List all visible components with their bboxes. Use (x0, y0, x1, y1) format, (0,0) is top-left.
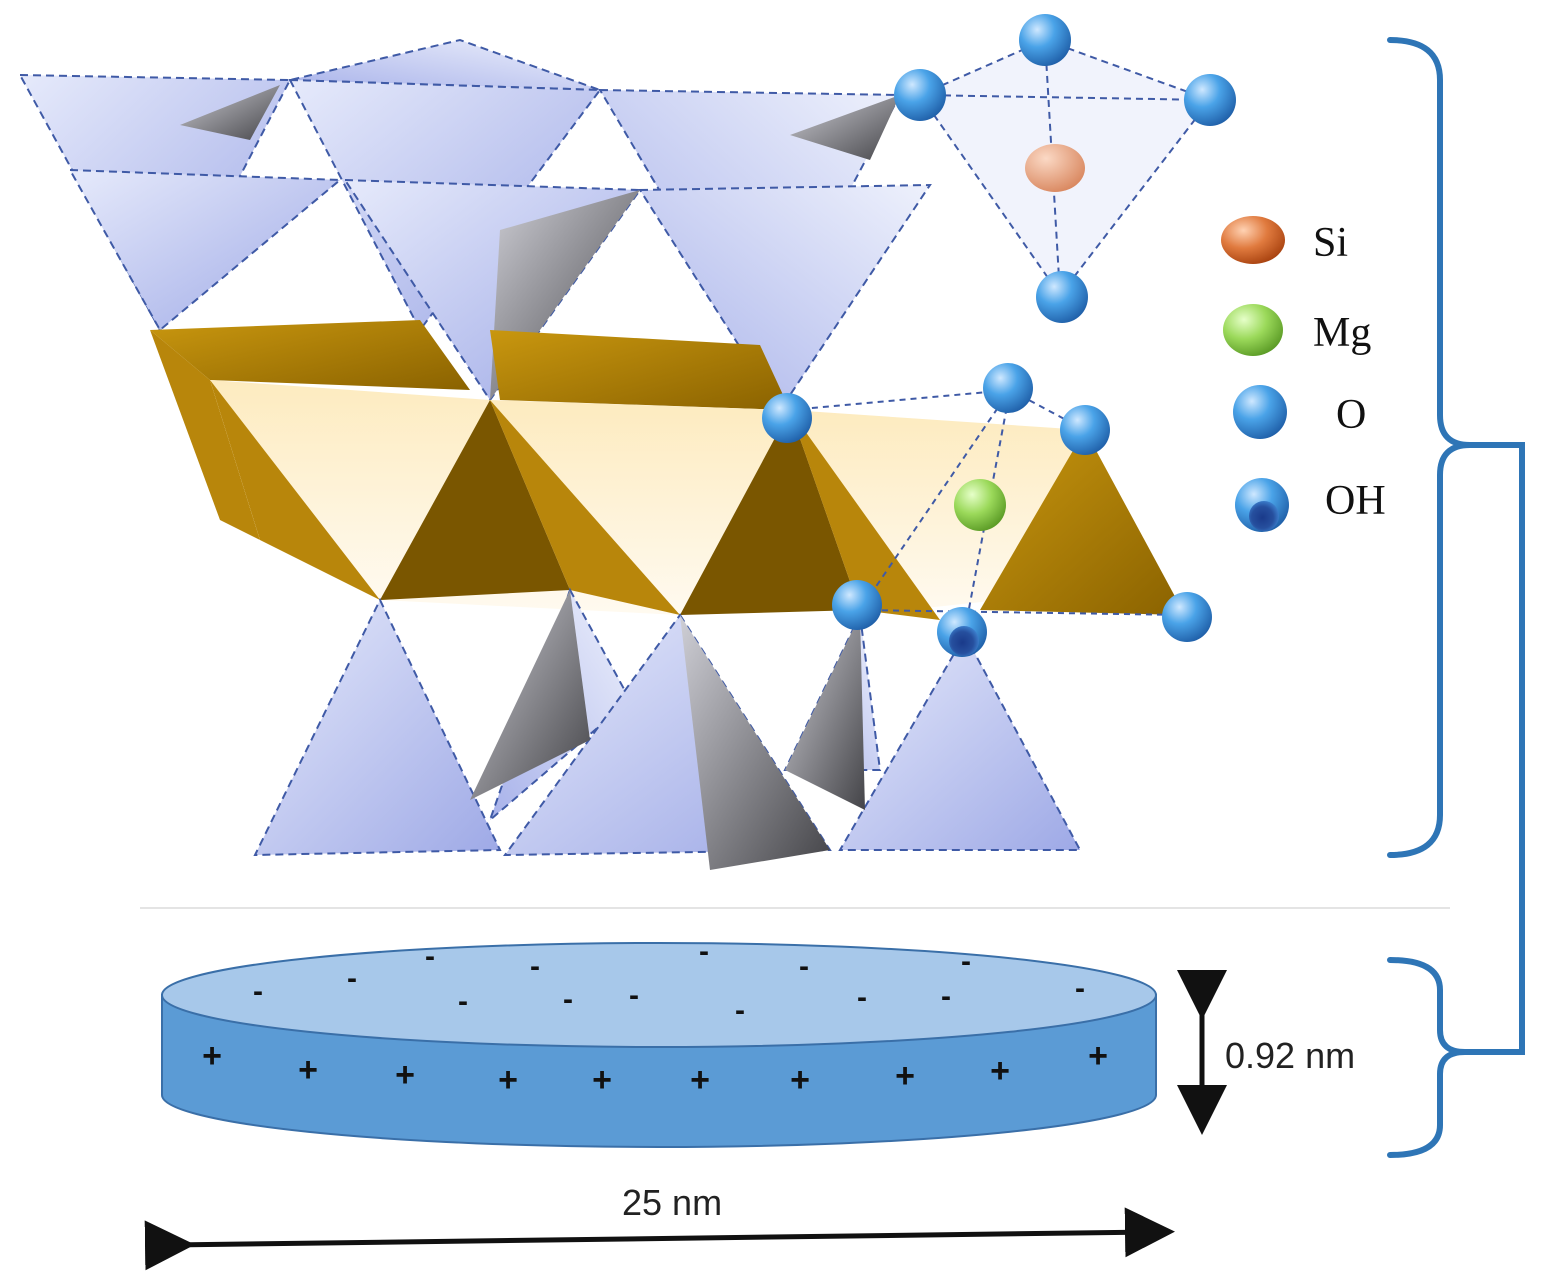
top-tetrahedral-layer (18, 38, 932, 412)
negative-charge: - (425, 940, 435, 973)
positive-charge: + (395, 1056, 415, 1094)
positive-charge: + (202, 1037, 222, 1075)
tetra-face (470, 590, 590, 800)
legend-si-marker (1221, 216, 1285, 264)
connector-bracket (1462, 442, 1525, 1055)
structure-bracket (1387, 37, 1471, 858)
hydroxyl-hydrogen (949, 626, 979, 656)
tetrahedron (289, 38, 601, 91)
oxygen-atom (1184, 74, 1236, 126)
oxygen-atom (1162, 592, 1212, 642)
oxygen-atom (1036, 271, 1088, 323)
negative-charge: - (699, 935, 709, 968)
tetra-face (790, 95, 900, 160)
grey-tetra-faces-bottom (470, 590, 865, 870)
laponite-disk (161, 942, 1157, 1148)
oxygen-atom (1060, 405, 1110, 455)
legend-label-o: O (1336, 392, 1367, 438)
legend-label-oh: OH (1325, 478, 1386, 524)
octa-face (980, 430, 1185, 615)
oxygen-atom (983, 363, 1033, 413)
positive-charge: + (990, 1052, 1010, 1090)
si-atom (1025, 144, 1085, 192)
legend (1221, 216, 1289, 532)
sio4-tetrahedron (894, 14, 1236, 323)
negative-charge: - (961, 945, 971, 978)
tetrahedron (838, 632, 1082, 851)
positive-charges: + + + + + + + + + + (202, 1037, 1108, 1099)
oxygen-atom (894, 69, 946, 121)
oxygen-atom (1019, 14, 1071, 66)
tetra-face (785, 615, 865, 810)
tetrahedron (253, 597, 502, 857)
brackets (1387, 37, 1525, 1158)
mg-atom (954, 479, 1006, 531)
positive-charge: + (298, 1051, 318, 1089)
positive-charge: + (1088, 1037, 1108, 1075)
octa-face (490, 330, 790, 410)
negative-charge: - (857, 981, 867, 1014)
legend-oh-marker-inner (1249, 501, 1279, 531)
positive-charge: + (790, 1061, 810, 1099)
oxygen-atom (762, 393, 812, 443)
disk-top (161, 942, 1157, 1048)
negative-charge: - (563, 983, 573, 1016)
positive-charge: + (498, 1061, 518, 1099)
octa-face (490, 400, 680, 615)
positive-charge: + (690, 1061, 710, 1099)
positive-charge: + (895, 1057, 915, 1095)
mgo6-octahedron-atoms (762, 363, 1212, 657)
oxygen-atom (832, 580, 882, 630)
negative-charge: - (458, 985, 468, 1018)
octahedral-layer (150, 320, 1185, 620)
positive-charge: + (592, 1061, 612, 1099)
diameter-arrow (144, 1207, 1175, 1271)
legend-o-marker (1233, 385, 1287, 439)
octa-face (680, 410, 860, 615)
disk-bracket (1387, 957, 1466, 1158)
octa-face (790, 410, 940, 620)
tetra-face (680, 615, 830, 870)
octa-face (210, 380, 380, 600)
octa-face (380, 400, 570, 600)
legend-mg-marker (1223, 304, 1283, 356)
negative-charge: - (941, 980, 951, 1013)
negative-charge: - (530, 950, 540, 983)
negative-charge: - (799, 950, 809, 983)
legend-label-mg: Mg (1313, 310, 1372, 356)
negative-charge: - (253, 975, 263, 1008)
negative-charge: - (629, 979, 639, 1012)
tetra-face (180, 85, 280, 140)
negative-charge: - (735, 994, 745, 1027)
negative-charges: -------------- (253, 935, 1085, 1027)
tetrahedron (638, 183, 932, 412)
thickness-label: 0.92 nm (1225, 1035, 1356, 1076)
negative-charge: - (1075, 972, 1085, 1005)
negative-charge: - (347, 962, 357, 995)
diameter-label: 25 nm (622, 1182, 723, 1223)
tetrahedron (68, 168, 343, 332)
octa-face (150, 330, 260, 540)
octa-face (150, 320, 470, 390)
legend-label-si: Si (1313, 220, 1349, 266)
